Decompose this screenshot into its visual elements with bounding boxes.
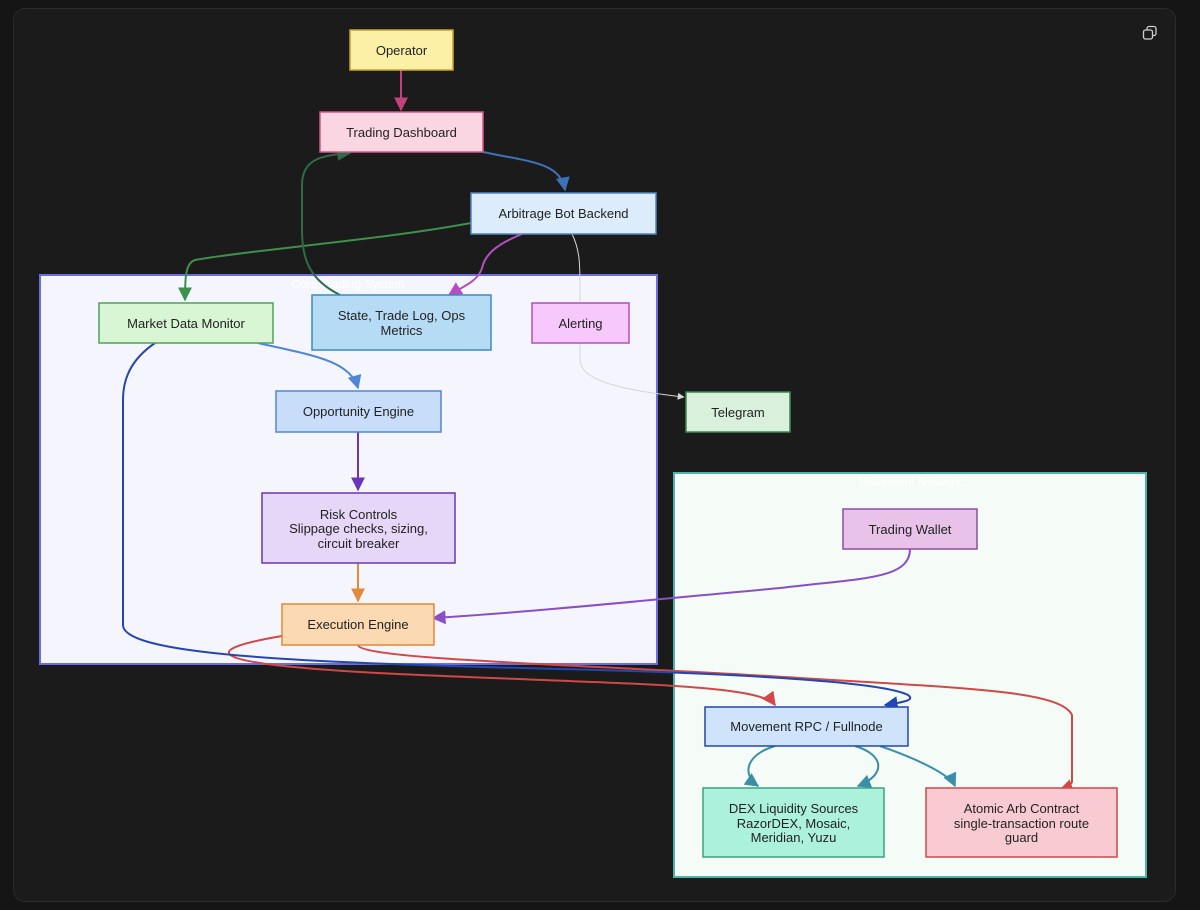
node-alerting-label: Alerting xyxy=(558,316,602,331)
edge-backend-market xyxy=(178,222,472,302)
node-arbitrage-bot-backend[interactable]: Arbitrage Bot Backend xyxy=(470,192,657,235)
node-state-trade-log[interactable]: State, Trade Log, Ops Metrics xyxy=(311,294,492,351)
node-state-label-line2: Metrics xyxy=(381,323,423,338)
edge-market-rpc xyxy=(122,342,912,711)
node-state-label-line1: State, Trade Log, Ops xyxy=(338,308,466,323)
node-market-data-monitor-label: Market Data Monitor xyxy=(127,316,245,331)
node-trading-dashboard[interactable]: Trading Dashboard xyxy=(319,111,484,153)
node-operator-label: Operator xyxy=(376,43,428,58)
node-contract-label-line3: guard xyxy=(1005,830,1038,845)
node-opportunity-engine[interactable]: Opportunity Engine xyxy=(275,390,442,433)
node-risk-controls[interactable]: Risk Controls Slippage checks, sizing, c… xyxy=(261,492,456,564)
node-telegram[interactable]: Telegram xyxy=(685,391,791,433)
subgraph-chain-label: Movement Network xyxy=(858,475,962,489)
edge-backend-state xyxy=(447,233,523,296)
node-market-data-monitor[interactable]: Market Data Monitor xyxy=(98,302,274,344)
node-telegram-label: Telegram xyxy=(711,405,764,420)
node-arbitrage-bot-backend-label: Arbitrage Bot Backend xyxy=(498,206,628,221)
node-risk-label-line2: Slippage checks, sizing, xyxy=(289,521,428,536)
edge-execution-rpc xyxy=(228,635,776,707)
node-dex-label-line2: RazorDEX, Mosaic, xyxy=(737,816,850,831)
edge-wallet-execution xyxy=(431,548,911,625)
edge-rpc-dex-left xyxy=(743,745,776,787)
node-alerting[interactable]: Alerting xyxy=(531,302,630,344)
node-trading-wallet[interactable]: Trading Wallet xyxy=(842,508,978,550)
edge-rpc-dex-right xyxy=(854,745,880,788)
node-dex-label-line1: DEX Liquidity Sources xyxy=(729,801,859,816)
subgraph-core-label: Core Trading System xyxy=(292,277,405,291)
node-movement-rpc-label: Movement RPC / Fullnode xyxy=(730,719,882,734)
node-opportunity-engine-label: Opportunity Engine xyxy=(303,404,414,419)
copy-icon xyxy=(1142,25,1157,40)
node-execution-engine-label: Execution Engine xyxy=(307,617,408,632)
node-trading-wallet-label: Trading Wallet xyxy=(869,522,952,537)
edge-rpc-contract xyxy=(879,745,957,788)
node-trading-dashboard-label: Trading Dashboard xyxy=(346,125,457,140)
node-dex-label-line3: Meridian, Yuzu xyxy=(751,830,837,845)
copy-button[interactable] xyxy=(1137,20,1163,46)
edge-execution-contract xyxy=(357,644,1075,793)
node-dex-liquidity[interactable]: DEX Liquidity Sources RazorDEX, Mosaic, … xyxy=(702,787,885,858)
edge-dashboard-backend xyxy=(482,151,570,192)
node-operator[interactable]: Operator xyxy=(349,29,454,71)
edges xyxy=(122,70,1075,793)
node-movement-rpc[interactable]: Movement RPC / Fullnode xyxy=(704,706,909,747)
edge-state-dashboard xyxy=(301,146,352,296)
node-contract-label-line1: Atomic Arb Contract xyxy=(964,801,1080,816)
node-risk-label-line1: Risk Controls xyxy=(320,507,398,522)
node-contract-label-line2: single-transaction route xyxy=(954,816,1089,831)
node-risk-label-line3: circuit breaker xyxy=(318,536,400,551)
node-atomic-arb-contract[interactable]: Atomic Arb Contract single-transaction r… xyxy=(925,787,1118,858)
edge-backend-telegram xyxy=(571,233,685,400)
edge-market-opportunity xyxy=(257,342,362,390)
node-execution-engine[interactable]: Execution Engine xyxy=(281,603,435,646)
